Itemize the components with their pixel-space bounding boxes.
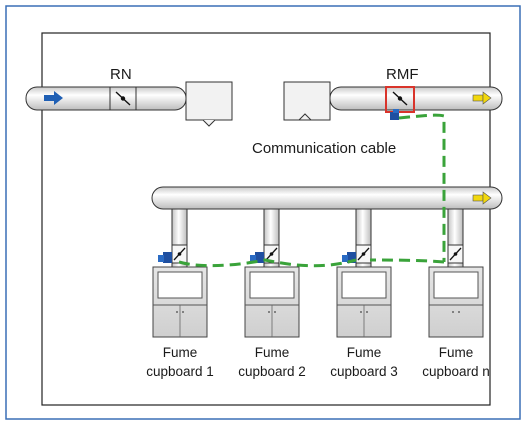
rmf-highlight: [385, 86, 415, 113]
building-boundary: [41, 32, 491, 406]
extract-duct: [329, 86, 503, 111]
fume-cupboard-n: [428, 266, 484, 338]
rmf-label: RMF: [386, 66, 419, 83]
cupboard-2-caption-line2: cupboard 2: [238, 364, 306, 379]
outflow-arrow-icon: [472, 91, 492, 105]
main-exhaust-duct: [151, 186, 503, 210]
rn-label: RN: [110, 66, 132, 83]
actuator-1-icon: [158, 252, 172, 263]
damper-n: [447, 244, 464, 264]
fume-cupboard-3: [336, 266, 392, 338]
rmf-actuator-icon: [390, 109, 399, 120]
cupboard-n-caption-line2: cupboard n: [422, 364, 490, 379]
inflow-arrow-icon: [44, 91, 63, 105]
extract-box: [283, 81, 331, 121]
cupboard-3-caption-line2: cupboard 3: [330, 364, 398, 379]
communication-cable: [178, 113, 446, 268]
outer-frame: [5, 5, 521, 420]
communication-cable-label: Communication cable: [252, 140, 396, 157]
rn-damper-icon: [115, 91, 131, 106]
main-outflow-arrow-icon: [472, 191, 492, 205]
actuator-3-icon: [342, 252, 356, 263]
cupboard-1-caption-line1: Fume: [163, 345, 198, 360]
cupboard-2-caption-line1: Fume: [255, 345, 290, 360]
supply-box: [185, 81, 233, 127]
cupboard-3-caption-line1: Fume: [347, 345, 382, 360]
cupboard-1-caption-line2: cupboard 1: [146, 364, 214, 379]
fume-cupboard-1: [152, 266, 208, 338]
actuator-2-icon: [250, 252, 264, 263]
cupboard-n-caption-line1: Fume: [439, 345, 474, 360]
damper-1: [171, 244, 188, 264]
rmf-damper-icon: [392, 91, 408, 106]
damper-3: [355, 244, 372, 264]
fume-cupboard-2: [244, 266, 300, 338]
